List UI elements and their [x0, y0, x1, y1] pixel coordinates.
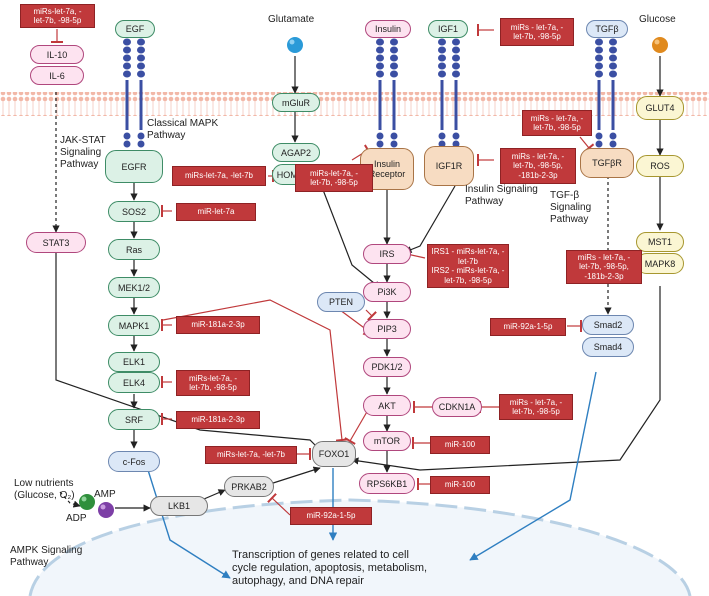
mirna-tgfbr: miRs - let-7a, - let-7b, -98-5p — [522, 110, 592, 136]
inh-akt-foxo1 — [344, 409, 369, 445]
mirna-mapk8: miRs - let-7a, - let-7b, -98-5p, -181b-2… — [566, 250, 642, 284]
mirna-prkab2: miR-92a-1-5p — [290, 507, 372, 525]
node-elk1: ELK1 — [108, 352, 160, 372]
receptor-label-igf1: IGF1 — [428, 20, 468, 38]
node-glut4: GLUT4 — [636, 96, 684, 120]
edge-stat3-foxo1 — [55, 253, 321, 451]
node-mapk8: MAPK8 — [636, 253, 684, 274]
mirna-il: miRs-let-7a, - let-7b, -98-5p — [20, 4, 95, 28]
mirna-foxo1: miRs-let-7a, -let-7b — [205, 446, 297, 464]
node-pten: PTEN — [317, 292, 365, 312]
pathway-label-tgfb: TGF-β Signaling Pathway — [550, 190, 592, 225]
node-smad4: Smad4 — [582, 337, 634, 357]
node-pi3k: Pi3K — [363, 282, 411, 302]
insulin-receptor-structure — [376, 38, 398, 148]
node-mtor: mTOR — [363, 431, 411, 451]
nucleus-envelope — [28, 498, 692, 596]
node-tgfbr: TGFβR — [580, 148, 634, 178]
amp-molecule — [79, 494, 95, 510]
mirna-irs: IRS1 - miRs-let-7a, - let-7b IRS2 - miRs… — [427, 244, 509, 288]
node-cfos: c-Fos — [108, 451, 160, 472]
mirna-mtor: miR-100 — [430, 436, 490, 454]
mirna-rps6kb1: miR-100 — [430, 476, 490, 494]
node-egfr: EGFR — [105, 150, 163, 183]
node-foxo1: FOXO1 — [312, 441, 356, 467]
node-pip3: PIP3 — [363, 319, 411, 339]
node-mapk1: MAPK1 — [108, 315, 160, 336]
adp-molecule — [98, 502, 114, 518]
node-rps6kb1: RPS6KB1 — [359, 473, 415, 494]
node-ros: ROS — [636, 155, 684, 177]
tgfb-receptor-structure — [595, 38, 617, 148]
node-mek: MEK1/2 — [108, 277, 160, 298]
igf1-receptor-structure — [438, 38, 460, 148]
node-pdk: PDK1/2 — [363, 357, 411, 377]
mirna-homer: miRs-let-7a, -let-7b — [172, 166, 266, 186]
node-sos2: SOS2 — [108, 201, 160, 222]
node-il10: IL-10 — [30, 45, 84, 64]
mirna-smad2: miR-92a-1-5p — [490, 318, 566, 336]
node-ras: Ras — [108, 239, 160, 260]
pathway-label-mapk: Classical MAPK Pathway — [147, 118, 219, 141]
node-lkb1: LKB1 — [150, 496, 208, 516]
inh-tgfbr — [579, 136, 595, 153]
blue-smad-nucleus — [469, 371, 597, 561]
mirna-insr: miRs-let-7a, - let-7b, -98-5p — [295, 164, 373, 192]
amp-label: AMP — [94, 489, 116, 500]
glucose-molecule — [652, 37, 668, 53]
mirna-igf1: miRs - let-7a, - let-7b, -98-5p — [500, 18, 574, 46]
node-mst1: MST1 — [636, 232, 684, 252]
blue-cfos-nucleus — [147, 469, 231, 579]
inh-prkab2 — [267, 492, 291, 516]
adp-label: ADP — [66, 513, 87, 524]
pathway-label-ampk: AMPK Signaling Pathway — [10, 545, 83, 568]
receptor-label-egf: EGF — [115, 20, 155, 38]
inh-pten-line — [339, 309, 372, 336]
inh-pten — [365, 309, 377, 321]
edge-mapk8-foxo1 — [351, 286, 661, 471]
receptor-label-insulin: Insulin — [365, 20, 411, 38]
ligand-glucose: Glucose — [639, 14, 676, 25]
mirna-mapk1: miR-181a-2-3p — [176, 316, 260, 334]
node-smad2: Smad2 — [582, 315, 634, 335]
node-irs: IRS — [363, 244, 411, 264]
mirna-igf1r: miRs - let-7a, - let-7b, -98-5p, -181b-2… — [500, 148, 576, 184]
node-agap2: AGAP2 — [272, 143, 320, 162]
pathway-label-jak: JAK-STAT Signaling Pathway — [60, 135, 106, 170]
node-il6: IL-6 — [30, 66, 84, 85]
edge-igf1r-irs — [404, 185, 456, 253]
edge-homer1-pi3k — [319, 181, 381, 289]
receptor-label-tgfb: TGFβ — [586, 20, 628, 38]
node-cdkn1a: CDKN1A — [432, 397, 482, 417]
ligand-glutamate: Glutamate — [268, 14, 315, 25]
mirna-srf: miR-181a-2-3p — [176, 411, 260, 429]
glutamate-molecule — [287, 37, 303, 53]
pathway-label-insulin: Insulin Signaling Pathway — [465, 184, 538, 207]
edge-lowcue-ampk — [59, 491, 81, 508]
mirna-sos2: miR-let-7a — [176, 203, 256, 221]
cell-membrane — [0, 92, 709, 116]
node-elk4: ELK4 — [108, 372, 160, 393]
mirna-cdkn1a: miRs - let-7a, - let-7b, -98-5p — [499, 394, 573, 420]
node-igf1r: IGF1R — [424, 146, 474, 186]
node-prkab2: PRKAB2 — [224, 476, 274, 497]
egf-receptor-structure — [123, 38, 145, 148]
node-akt: AKT — [363, 395, 411, 416]
node-srf: SRF — [108, 409, 160, 430]
transcription-label: Transcription of genes related to cell c… — [232, 549, 428, 587]
node-mglur: mGluR — [272, 93, 320, 112]
edge-prkab2-foxo1 — [269, 466, 321, 485]
inh-mapk1-foxo1 — [162, 299, 349, 442]
node-stat3: STAT3 — [26, 232, 86, 253]
low-nutrients-label: Low nutrients (Glucose, O₂) — [14, 478, 75, 501]
mirna-elk4: miRs-let-7a, - let-7b, -98-5p — [176, 370, 250, 396]
